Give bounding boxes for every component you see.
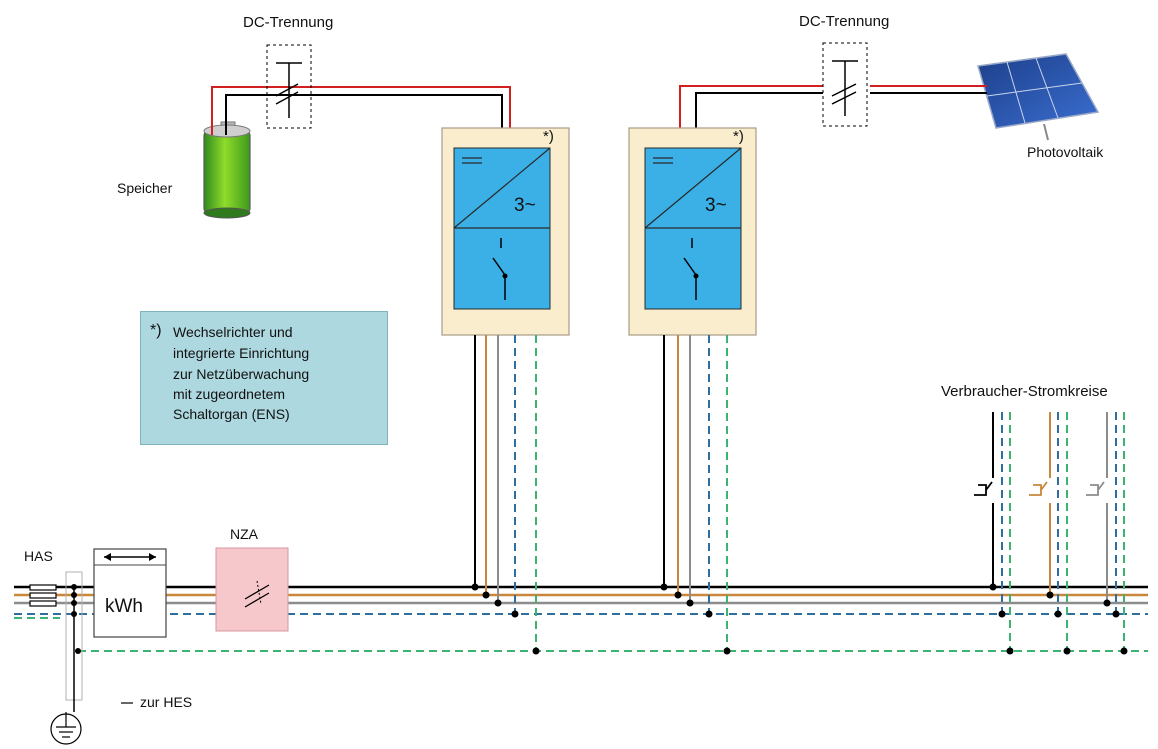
has-label: HAS [24, 548, 53, 564]
has-fuses [29, 584, 57, 607]
inverter-1-ac-lines [471, 335, 540, 655]
dc-disconnect-right-label: DC-Trennung [799, 13, 890, 30]
hes-label: zur HES [140, 694, 193, 710]
busbar-group [14, 585, 1148, 652]
footnote-line-5: Schaltorgan (ENS) [173, 406, 290, 422]
consumer-circuits-label: Verbraucher-Stromkreise [941, 383, 1108, 400]
consumer-circuit-1 [974, 412, 1014, 655]
inverter-1-symbol: 3~ [514, 195, 536, 216]
inverter-1-footnote-mark: *) [543, 128, 554, 145]
inverter-2-footnote-mark: *) [733, 128, 744, 145]
dc-disconnect-left [266, 44, 312, 129]
inverter-2-ac-lines [660, 335, 731, 655]
footnote-line-4: mit zugeordnetem [173, 386, 286, 402]
pv-dc-wires [679, 85, 987, 128]
pv-label: Photovoltaik [1027, 144, 1104, 160]
footnote-box [140, 311, 388, 445]
footnote-line-3: zur Netzüberwachung [173, 366, 310, 382]
inverter-1 [441, 127, 570, 336]
dc-disconnect-right [822, 42, 868, 127]
ground-symbol [50, 712, 82, 745]
storage-dc-wires [211, 86, 511, 135]
consumer-circuit-2 [1029, 412, 1071, 655]
consumer-circuit-3 [1086, 412, 1128, 655]
footnote-line-2: integrierte Einrichtung [173, 345, 310, 361]
dc-disconnect-left-label: DC-Trennung [243, 14, 334, 31]
footnote-line-1: Wechselrichter und [173, 324, 293, 340]
meter [93, 548, 167, 638]
pv-panel-icon [977, 53, 1100, 141]
meter-label: kWh [105, 596, 143, 617]
battery-icon [203, 121, 251, 219]
ground-strip [65, 571, 83, 712]
storage-label: Speicher [117, 180, 173, 196]
inverter-2 [628, 127, 757, 336]
inverter-2-symbol: 3~ [705, 195, 727, 216]
footnote-marker: *) [150, 322, 162, 339]
nza-switch [215, 547, 289, 632]
nza-label: NZA [230, 526, 258, 542]
